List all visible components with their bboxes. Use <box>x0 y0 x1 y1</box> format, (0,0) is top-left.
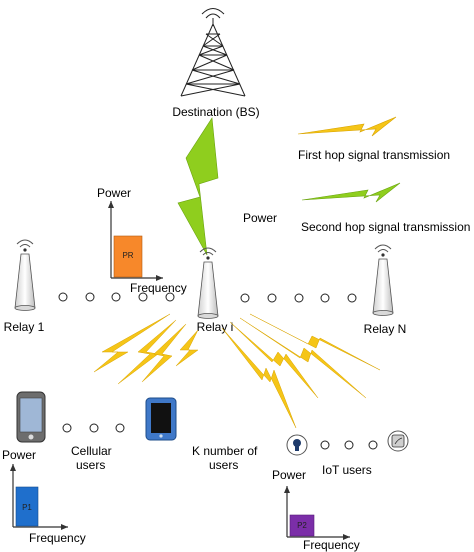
cellular-power-chart: Power P1 Frequency <box>2 448 86 545</box>
relay-chart-x-label: Frequency <box>130 281 187 295</box>
iot-chart-y-label: Power <box>272 468 306 482</box>
tower-icon <box>180 8 246 97</box>
lightning-icon <box>117 319 177 385</box>
cellular-chart-y-label: Power <box>2 448 36 462</box>
relay-power-bar-label: PR <box>122 251 133 260</box>
relay-power-label: Power <box>243 211 277 225</box>
antenna-icon <box>197 247 219 319</box>
lightning-icon <box>221 327 297 429</box>
relay-i-label: Relay i <box>197 320 234 334</box>
antenna-icon <box>372 244 394 316</box>
iot-label: IoT users <box>322 463 372 477</box>
iot-chart-x-label: Frequency <box>303 538 360 552</box>
iot-ellipsis-dots <box>320 440 378 450</box>
relay-chart-y-label: Power <box>97 186 131 200</box>
lightning-icon <box>175 329 199 367</box>
cellular-chart-x-label: Frequency <box>29 531 86 545</box>
k-users-line1: K number of <box>192 444 258 458</box>
tablet-icon <box>145 397 177 441</box>
iot-power-bar <box>289 514 315 537</box>
antenna-icon <box>14 239 36 311</box>
iot-power-chart: Power P2 Frequency <box>272 468 360 552</box>
second-hop-label: Second hop signal transmission <box>301 220 470 234</box>
relay-n-label: Relay N <box>364 322 407 336</box>
lightning-icon <box>229 321 319 399</box>
relay-ellipsis-dots <box>58 292 357 303</box>
lightning-icon <box>249 313 381 371</box>
first-hop-bolts <box>93 313 381 429</box>
k-users-line2: users <box>209 458 238 472</box>
lightning-icon <box>239 317 367 399</box>
iot-device-icon <box>387 430 409 452</box>
cellular-label-line1: Cellular <box>71 444 112 458</box>
first-hop-label: First hop signal transmission <box>298 148 450 162</box>
relay-power-chart: PR Power Frequency <box>97 186 187 295</box>
lightning-icon <box>297 116 397 137</box>
bulb-icon <box>286 434 308 456</box>
destination-label: Destination (BS) <box>172 105 259 119</box>
iot-power-bar-label: P2 <box>297 521 307 530</box>
cellular-power-bar-label: P1 <box>22 503 32 512</box>
cellular-ellipsis-dots <box>62 423 125 433</box>
cellular-power-bar <box>15 486 39 527</box>
relay-power-bar <box>113 235 143 278</box>
lightning-icon <box>177 117 219 256</box>
lightning-icon <box>301 182 401 203</box>
lightning-icon <box>141 323 187 383</box>
phone-icon <box>16 391 46 443</box>
lightning-icon <box>93 313 171 373</box>
cellular-label-line2: users <box>76 458 105 472</box>
relay-1-label: Relay 1 <box>4 320 45 334</box>
